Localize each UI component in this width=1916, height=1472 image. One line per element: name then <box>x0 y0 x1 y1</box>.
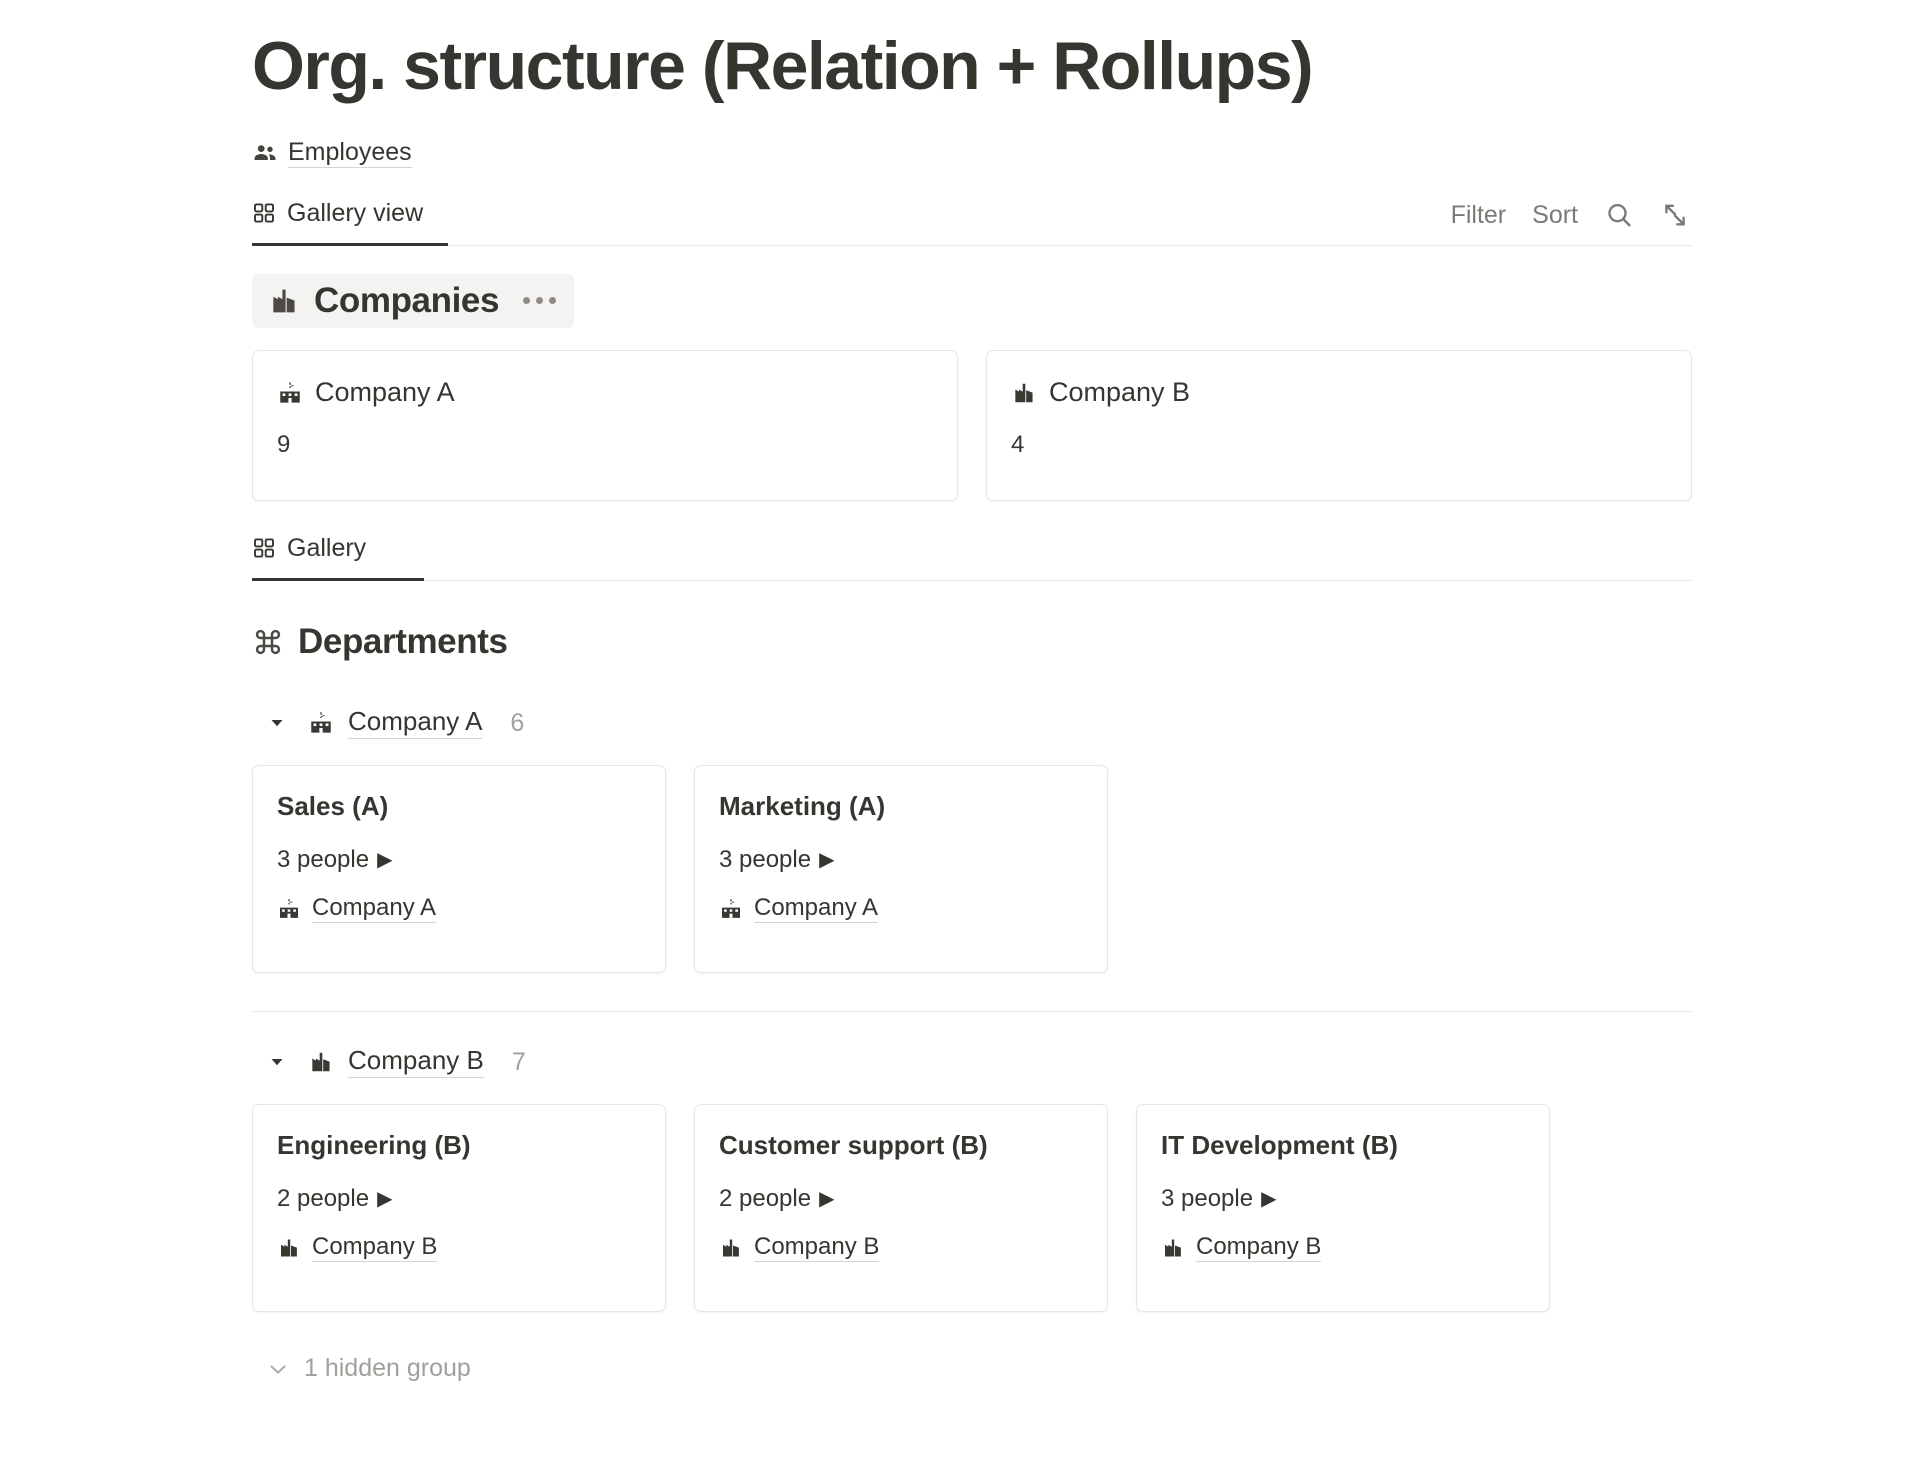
caret-down-icon[interactable] <box>266 712 288 734</box>
group-label: Company B <box>348 1045 484 1078</box>
tab-gallery[interactable]: Gallery <box>252 529 424 581</box>
school-building-icon <box>308 710 334 736</box>
page-title: Org. structure (Relation + Rollups) <box>252 28 1314 104</box>
gallery-view-toolbar: Gallery <box>252 529 1692 581</box>
tab-gallery-view[interactable]: Gallery view <box>252 194 448 246</box>
relation-label: Company B <box>1196 1233 1322 1263</box>
hidden-group-label: 1 hidden group <box>304 1354 471 1382</box>
department-card-relation[interactable]: Company A <box>277 894 641 924</box>
more-options-icon[interactable] <box>523 297 557 304</box>
department-card-relation[interactable]: Company A <box>719 894 1083 924</box>
relation-label: Company B <box>312 1233 438 1263</box>
department-card-title: Marketing (A) <box>719 791 886 821</box>
department-card-title: IT Development (B) <box>1161 1130 1398 1160</box>
company-card-title-row: Company B <box>1011 379 1667 406</box>
school-building-icon <box>719 897 743 921</box>
department-card[interactable]: Marketing (A) 3 people ▶ <box>694 765 1108 973</box>
department-card[interactable]: IT Development (B) 3 people ▶ Company B <box>1136 1104 1550 1312</box>
factory-icon <box>277 1236 301 1260</box>
department-card-relation[interactable]: Company B <box>1161 1233 1525 1263</box>
relation-label: Company B <box>754 1233 880 1263</box>
factory-icon <box>308 1049 334 1075</box>
company-card-value: 9 <box>277 431 291 458</box>
company-card-value: 4 <box>1011 431 1025 458</box>
tab-gallery-view-label: Gallery view <box>287 198 424 227</box>
department-card-rollup[interactable]: 2 people ▶ <box>719 1184 1083 1212</box>
department-card-rollup[interactable]: 3 people ▶ <box>719 845 1083 873</box>
search-icon[interactable] <box>1604 200 1634 230</box>
gallery-toolbar-actions <box>1690 529 1692 571</box>
companies-section-header[interactable]: Companies <box>252 274 575 328</box>
company-card-title: Company B <box>1049 377 1191 407</box>
sort-button[interactable]: Sort <box>1532 200 1578 229</box>
factory-icon <box>1011 380 1037 406</box>
command-icon <box>252 626 284 658</box>
group-count: 7 <box>511 1047 526 1076</box>
school-building-icon <box>277 897 301 921</box>
company-card-title-row: Company A <box>277 379 933 406</box>
filter-button[interactable]: Filter <box>1450 200 1507 229</box>
rollup-count-label: 2 people <box>719 1184 812 1212</box>
relation-label: Company A <box>754 894 879 924</box>
department-card-title: Engineering (B) <box>277 1130 471 1160</box>
department-card-rollup[interactable]: 3 people ▶ <box>1161 1184 1525 1212</box>
active-tab-indicator <box>252 578 424 581</box>
department-card[interactable]: Sales (A) 3 people ▶ <box>252 765 666 973</box>
school-building-icon <box>277 380 303 406</box>
rollup-count-label: 3 people <box>719 845 812 873</box>
rollup-count-label: 3 people <box>277 845 370 873</box>
play-triangle-icon: ▶ <box>1261 1187 1277 1210</box>
play-triangle-icon: ▶ <box>819 848 835 871</box>
group-header-company-a[interactable]: Company A 6 <box>252 703 1692 743</box>
view-toolbar: Gallery view Filter Sort <box>252 194 1692 246</box>
people-icon <box>252 140 278 166</box>
page-content: Org. structure (Relation + Rollups) Empl… <box>252 0 1692 1381</box>
chevron-down-icon[interactable] <box>266 1357 290 1381</box>
department-card-relation[interactable]: Company B <box>719 1233 1083 1263</box>
tab-gallery-label: Gallery <box>287 533 367 562</box>
relation-label: Company A <box>312 894 437 924</box>
department-card-title: Sales (A) <box>277 791 389 821</box>
departments-section-title: Departments <box>298 622 508 661</box>
play-triangle-icon: ▶ <box>377 1187 393 1210</box>
gallery-grid-icon <box>252 201 276 225</box>
departments-section-header[interactable]: Departments <box>252 615 526 669</box>
factory-icon <box>719 1236 743 1260</box>
hidden-group-toggle[interactable]: 1 hidden group <box>266 1356 1692 1381</box>
group-count: 6 <box>510 708 525 737</box>
gallery-grid-icon <box>252 536 276 560</box>
companies-section-title: Companies <box>314 281 500 320</box>
department-card[interactable]: Customer support (B) 2 people ▶ Company … <box>694 1104 1108 1312</box>
department-card-relation[interactable]: Company B <box>277 1233 641 1263</box>
rollup-count-label: 2 people <box>277 1184 370 1212</box>
department-card-rollup[interactable]: 3 people ▶ <box>277 845 641 873</box>
expand-diagonal-icon[interactable] <box>1660 200 1690 230</box>
rollup-count-label: 3 people <box>1161 1184 1254 1212</box>
departments-grid-company-b: Engineering (B) 2 people ▶ Company B <box>252 1104 1692 1312</box>
group-divider <box>252 1011 1692 1012</box>
source-database-link[interactable]: Employees <box>252 136 1692 170</box>
companies-card-grid: Company A 9 Company B 4 <box>252 350 1692 501</box>
company-card[interactable]: Company A 9 <box>252 350 958 501</box>
company-card-title: Company A <box>315 377 455 407</box>
caret-down-icon[interactable] <box>266 1051 288 1073</box>
department-card-rollup[interactable]: 2 people ▶ <box>277 1184 641 1212</box>
department-card-title: Customer support (B) <box>719 1130 988 1160</box>
departments-grid-company-a: Sales (A) 3 people ▶ <box>252 765 1692 973</box>
factory-icon <box>268 285 300 317</box>
factory-icon <box>1161 1236 1185 1260</box>
active-tab-indicator <box>252 243 448 246</box>
toolbar-actions: Filter Sort <box>1451 194 1692 236</box>
company-card[interactable]: Company B 4 <box>986 350 1692 501</box>
source-database-label: Employees <box>288 138 412 169</box>
department-card[interactable]: Engineering (B) 2 people ▶ Company B <box>252 1104 666 1312</box>
play-triangle-icon: ▶ <box>819 1187 835 1210</box>
play-triangle-icon: ▶ <box>377 848 393 871</box>
group-label: Company A <box>348 706 483 739</box>
group-header-company-b[interactable]: Company B 7 <box>252 1042 1692 1082</box>
